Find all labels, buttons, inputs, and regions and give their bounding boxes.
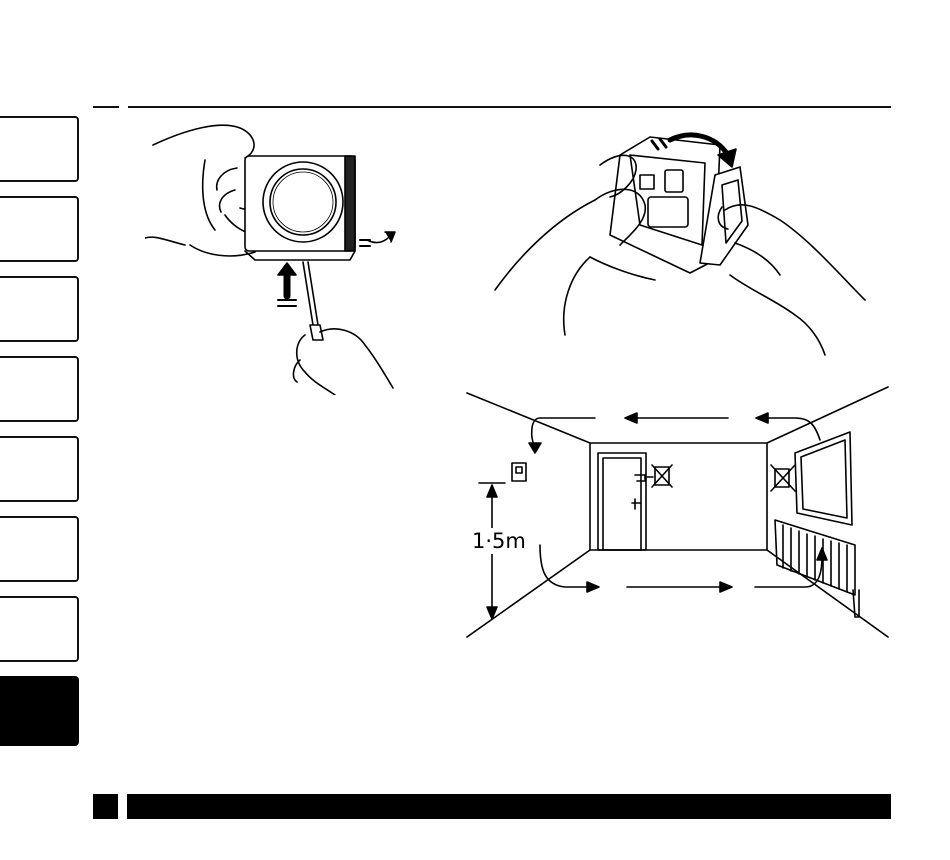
side-tab-5[interactable] xyxy=(0,436,79,502)
side-tab-3[interactable] xyxy=(0,276,79,342)
room-placement-diagram xyxy=(465,385,890,640)
side-tab-4[interactable] xyxy=(0,356,79,422)
footer-page-number-box xyxy=(93,794,118,819)
open-battery-case-illustration xyxy=(490,125,870,365)
side-tab-1[interactable] xyxy=(0,116,79,182)
side-tab-2[interactable] xyxy=(0,196,79,262)
footer-title-bar xyxy=(127,794,891,819)
side-tab-7[interactable] xyxy=(0,596,79,662)
side-tab-8-active[interactable] xyxy=(0,676,79,746)
header-rule-short xyxy=(93,106,119,108)
mounting-height-label: 1·5m xyxy=(470,528,528,554)
header-rule-long xyxy=(128,106,891,108)
side-tab-6[interactable] xyxy=(0,516,79,582)
screwdriver-release-illustration xyxy=(145,120,405,395)
